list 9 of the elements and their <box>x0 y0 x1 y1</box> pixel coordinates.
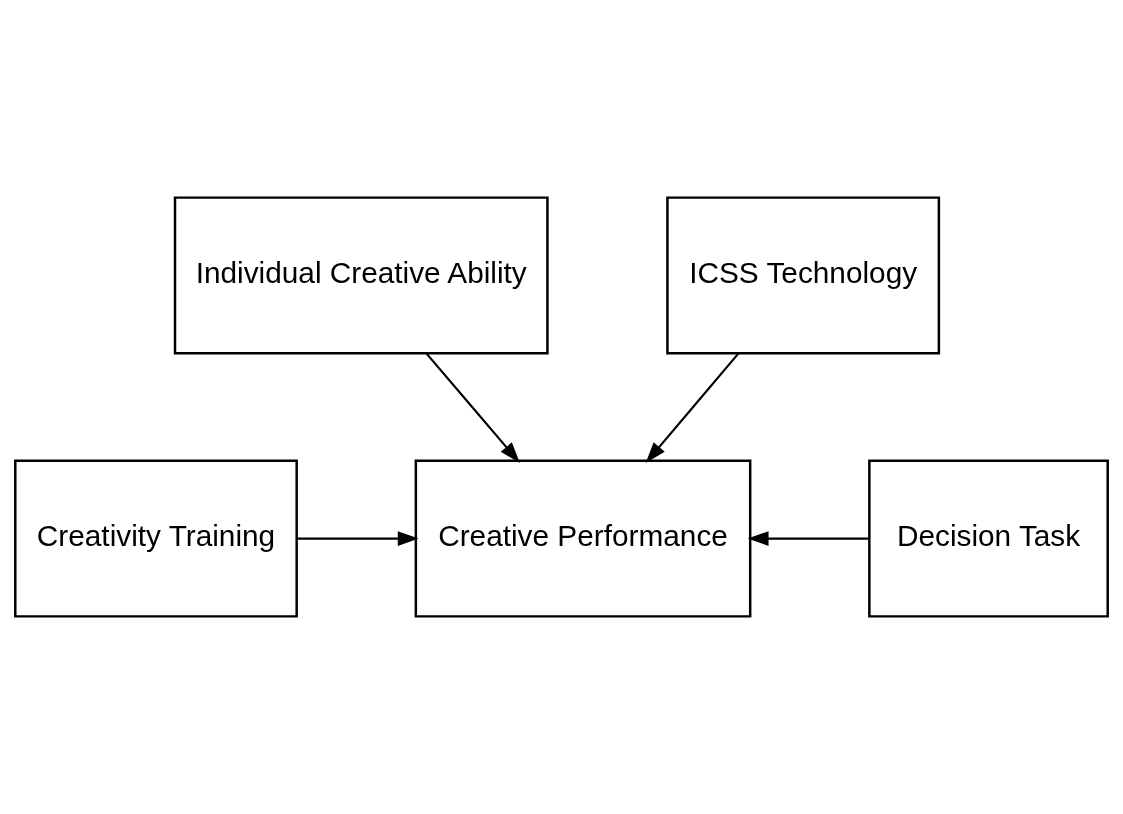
arrow <box>296 531 419 546</box>
node-box: Creativity Training <box>14 459 298 618</box>
arrow <box>645 352 740 463</box>
arrow <box>747 531 870 546</box>
arrow <box>425 352 520 463</box>
node-box: Individual Creative Ability <box>173 196 549 355</box>
node-box: ICSS Technology <box>666 196 941 355</box>
node-box: Creative Performance <box>414 459 752 618</box>
node-box: Decision Task <box>868 459 1109 618</box>
